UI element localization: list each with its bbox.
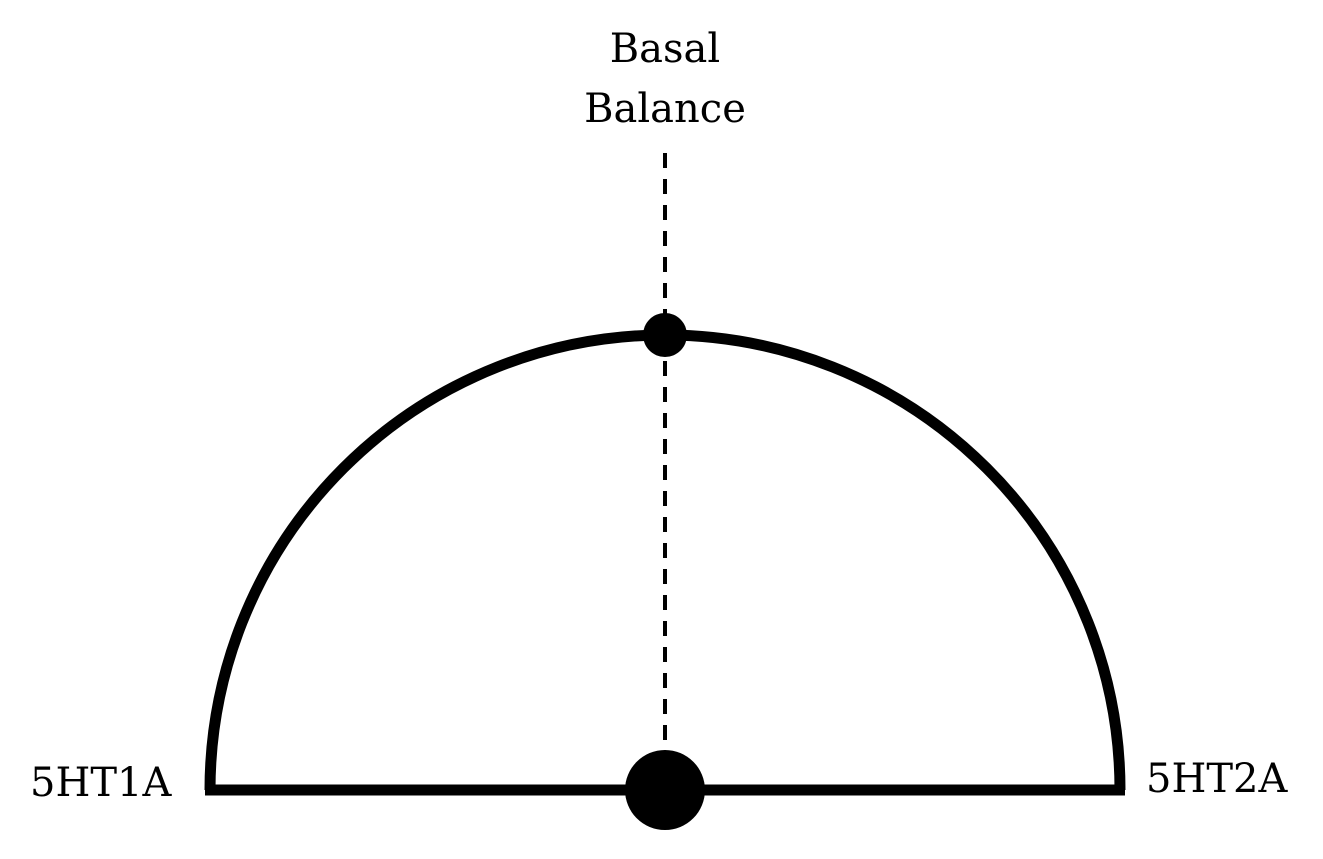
top-label-line2: Balance — [584, 86, 746, 132]
semicircle-arc — [204, 329, 1126, 791]
right-label: 5HT2A — [1146, 756, 1288, 802]
top-label-line1: Basal — [610, 26, 720, 72]
left-label: 5HT1A — [30, 760, 172, 806]
top-point — [643, 313, 687, 357]
base-pivot-point — [625, 750, 705, 830]
